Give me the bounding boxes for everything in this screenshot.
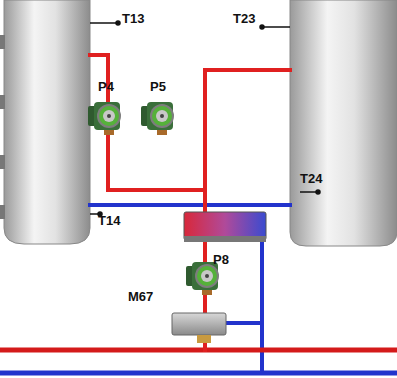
component-label: P8	[213, 253, 229, 267]
tank-fittings	[0, 35, 5, 219]
pipes	[0, 55, 397, 373]
storage-tank	[4, 0, 90, 244]
component-label: T14	[98, 214, 120, 228]
pump-symbol	[141, 102, 174, 135]
heat-exchanger	[184, 212, 266, 240]
heat-exchanger-base	[184, 236, 266, 242]
component-label: P5	[150, 80, 166, 94]
component-label: M67	[128, 290, 153, 304]
component-label: P4	[98, 80, 114, 94]
component-label: T13	[122, 12, 144, 26]
storage-tank	[290, 0, 397, 246]
mixing-valve	[172, 313, 226, 335]
pump-symbol	[88, 102, 121, 135]
sensor-lead	[90, 21, 320, 216]
valve-fitting	[197, 335, 211, 343]
component-label: T24	[300, 172, 322, 186]
component-label: T23	[233, 12, 255, 26]
